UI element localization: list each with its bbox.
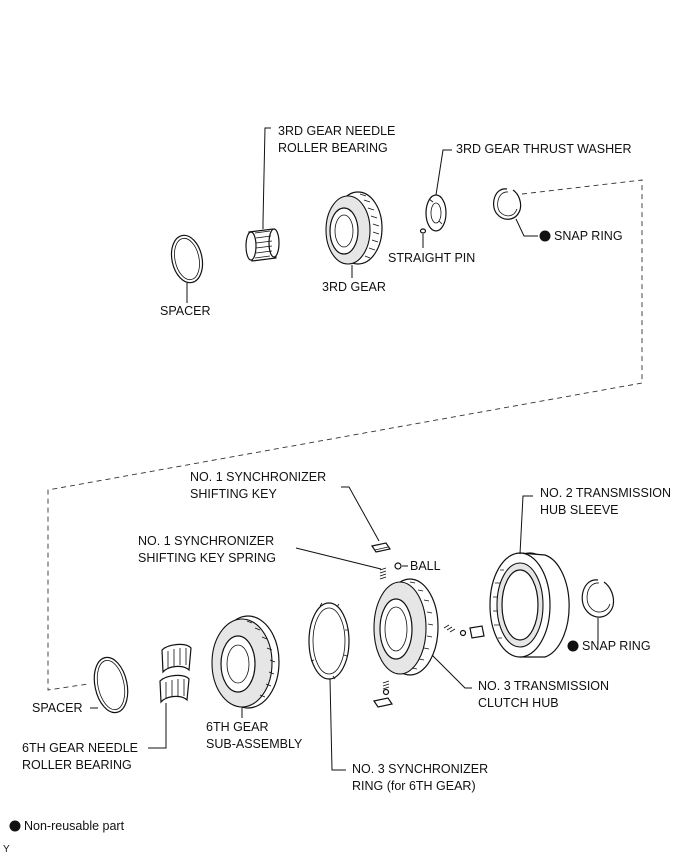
- clutch-hub-leader: [431, 654, 472, 689]
- gear6-label-2: SUB-ASSEMBLY: [206, 737, 303, 751]
- key-spring-ball-set-part: [443, 624, 485, 639]
- gear3-needle-bearing-leader: [262, 127, 271, 229]
- clutch-hub-label-2: CLUTCH HUB: [478, 696, 559, 710]
- hub-sleeve-label-2: HUB SLEEVE: [540, 503, 619, 517]
- gear3-part: [325, 191, 383, 265]
- gear3-thrust-washer-label: 3RD GEAR THRUST WASHER: [456, 142, 632, 156]
- gear3-label: 3RD GEAR: [322, 280, 386, 294]
- spacer-bottom-label: SPACER: [32, 701, 82, 715]
- gear3-thrust-washer-part: [425, 194, 447, 232]
- figure-code-label: Y: [3, 844, 10, 855]
- gear3-needle-bearing-label-2: ROLLER BEARING: [278, 141, 388, 155]
- gear6-part: [211, 615, 280, 709]
- non-reusable-marker-bottom: [567, 640, 579, 652]
- key-spring-label-2: SHIFTING KEY SPRING: [138, 551, 276, 565]
- shifting-key-leader: [341, 486, 380, 542]
- straight-pin-label: STRAIGHT PIN: [388, 251, 475, 265]
- key-spring-leader: [295, 547, 382, 570]
- sync-ring-label-2: RING (for 6TH GEAR): [352, 779, 476, 793]
- sync-ring-part: [308, 602, 350, 680]
- snap-ring-top-label: SNAP RING: [554, 229, 623, 243]
- hub-sleeve-part: [489, 552, 570, 658]
- snap-ring-bottom-label: SNAP RING: [582, 639, 651, 653]
- non-reusable-legend-icon: [9, 820, 21, 832]
- gear6-needle-bearing-label-2: ROLLER BEARING: [22, 758, 132, 772]
- spacer-top-label: SPACER: [160, 304, 210, 318]
- ball-label: BALL: [410, 559, 441, 573]
- key-spring-label-1: NO. 1 SYNCHRONIZER: [138, 534, 274, 548]
- hub-sleeve-label-1: NO. 2 TRANSMISSION: [540, 486, 671, 500]
- snap-ring-top-leader: [515, 218, 538, 237]
- shifting-key-label-1: NO. 1 SYNCHRONIZER: [190, 470, 326, 484]
- sync-ring-label-1: NO. 3 SYNCHRONIZER: [352, 762, 488, 776]
- key-spring-part: [379, 567, 387, 580]
- non-reusable-legend-label: Non-reusable part: [24, 819, 125, 833]
- straight-pin-part: [419, 228, 427, 234]
- ball-part: [394, 562, 402, 570]
- gear3-needle-bearing-part: [245, 228, 280, 262]
- lower-key-spring-part: [373, 680, 393, 708]
- gear6-needle-bearing-leader: [148, 703, 167, 749]
- gear6-needle-bearing-label-1: 6TH GEAR NEEDLE: [22, 741, 138, 755]
- shifting-key-label-2: SHIFTING KEY: [190, 487, 277, 501]
- gear3-needle-bearing-label-1: 3RD GEAR NEEDLE: [278, 124, 395, 138]
- sync-ring-leader: [329, 678, 346, 771]
- non-reusable-marker-top: [539, 230, 551, 242]
- hub-sleeve-leader: [519, 495, 533, 555]
- spacer-bottom-part: [93, 656, 129, 714]
- gear3-thrust-washer-leader: [435, 149, 452, 196]
- snap-ring-top-part: [493, 188, 522, 220]
- shifting-key-part: [371, 542, 391, 553]
- spacer-top-part: [170, 234, 204, 284]
- clutch-hub-part: [373, 578, 439, 676]
- snap-ring-bottom-part: [581, 579, 615, 618]
- clutch-hub-label-1: NO. 3 TRANSMISSION: [478, 679, 609, 693]
- gear6-label-1: 6TH GEAR: [206, 720, 269, 734]
- assembly-connector-dashed: [47, 179, 643, 691]
- gear6-needle-bearing-part: [159, 643, 192, 704]
